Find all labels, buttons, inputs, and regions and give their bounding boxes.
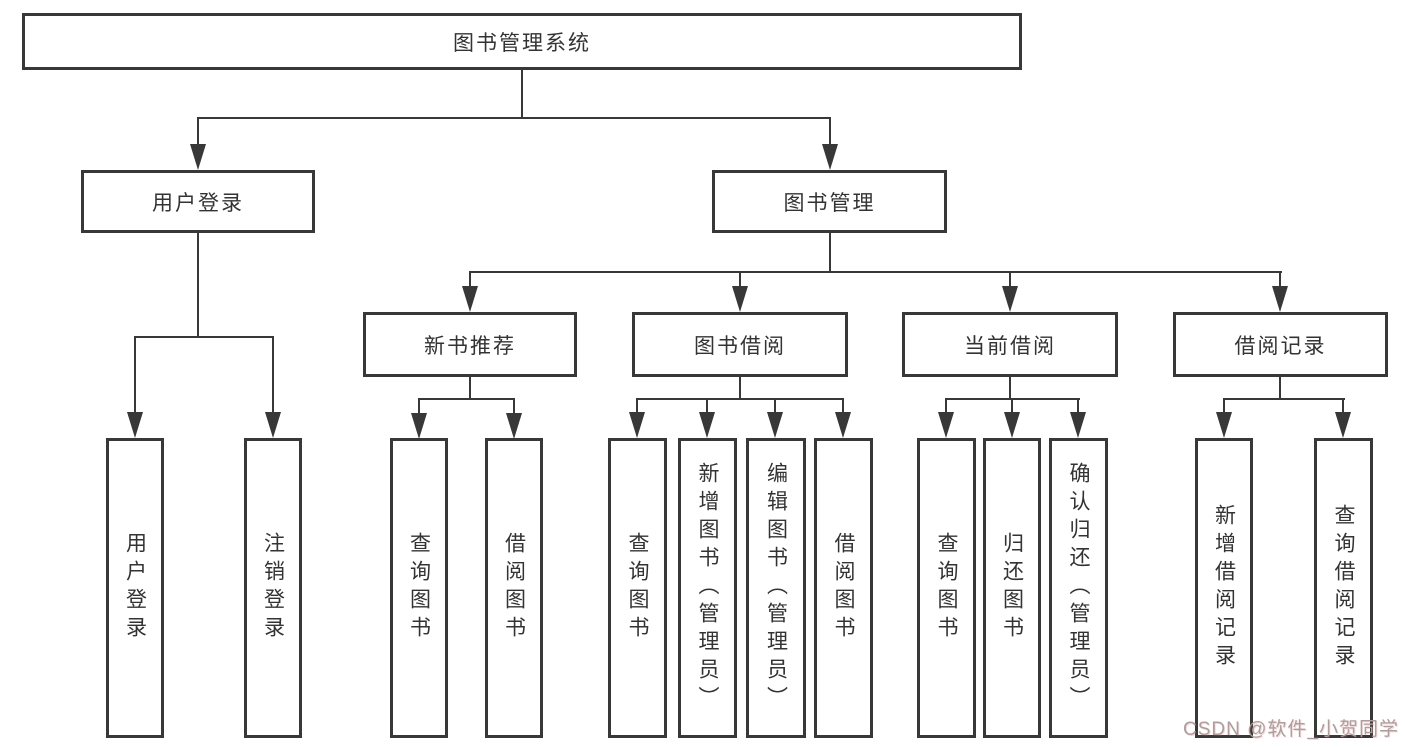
leaf-current-query: 查询图书 [917, 438, 976, 738]
connector-root-stem [521, 69, 523, 117]
leaf-borrow-edit-admin: 编辑图书（管理员） [746, 438, 806, 738]
connector-root-bar [197, 117, 831, 119]
leaf-current-return: 归还图书 [983, 438, 1041, 738]
leaf-record-query: 查询借阅记录 [1314, 438, 1373, 738]
connector-bookmgmt-bar [469, 271, 1282, 273]
connector-borrowrecord-stem [1279, 377, 1281, 400]
arrow-down-icon [938, 398, 954, 438]
leaf-newbook-borrow: 借阅图书 [485, 438, 543, 738]
connector-newbook-bar [418, 398, 515, 400]
node-library-system: 图书管理系统 [22, 13, 1022, 70]
leaf-logout: 注销登录 [244, 438, 302, 738]
node-book-management: 图书管理 [712, 170, 947, 233]
connector-currentborrow-stem [1009, 377, 1011, 400]
arrow-down-icon [699, 398, 715, 438]
arrow-down-icon [411, 398, 427, 439]
connector-bookborrow-stem [739, 377, 741, 400]
arrow-down-icon [1070, 398, 1086, 438]
node-borrow-record: 借阅记录 [1173, 312, 1388, 377]
leaf-newbook-query: 查询图书 [390, 438, 448, 738]
arrow-down-icon [1216, 398, 1232, 438]
arrow-down-icon [629, 398, 645, 438]
arrow-down-icon [1002, 271, 1018, 312]
leaf-borrow-add-admin: 新增图书（管理员） [678, 438, 737, 738]
connector-userlogin-stem [197, 233, 199, 336]
connector-userlogin-bar [134, 336, 274, 338]
node-new-book-recommend: 新书推荐 [363, 312, 577, 377]
arrow-down-icon [1004, 398, 1020, 438]
arrow-down-icon [822, 117, 838, 170]
leaf-borrow-query: 查询图书 [608, 438, 667, 738]
connector-bookmgmt-stem [829, 233, 831, 271]
arrow-down-icon [190, 117, 206, 170]
node-user-login: 用户登录 [81, 170, 315, 233]
arrow-down-icon [265, 336, 281, 438]
arrow-down-icon [1272, 271, 1288, 312]
csdn-watermark: CSDN @软件_小贺同学 [1183, 719, 1399, 740]
arrow-down-icon [1335, 398, 1351, 438]
node-current-borrow: 当前借阅 [902, 312, 1118, 377]
leaf-user-login: 用户登录 [106, 438, 164, 738]
leaf-current-confirm-admin: 确认归还（管理员） [1049, 438, 1108, 738]
arrow-down-icon [835, 398, 851, 438]
connector-borrowrecord-bar [1223, 398, 1345, 400]
arrow-down-icon [767, 398, 783, 438]
arrow-down-icon [127, 336, 143, 438]
node-book-borrow: 图书借阅 [632, 312, 848, 377]
arrow-down-icon [462, 271, 478, 312]
leaf-record-add: 新增借阅记录 [1195, 438, 1253, 738]
arrow-down-icon [506, 398, 522, 439]
arrow-down-icon [732, 271, 748, 312]
connector-newbook-stem [469, 377, 471, 400]
connector-bookborrow-bar [636, 398, 844, 400]
leaf-borrow-borrow: 借阅图书 [814, 438, 873, 738]
